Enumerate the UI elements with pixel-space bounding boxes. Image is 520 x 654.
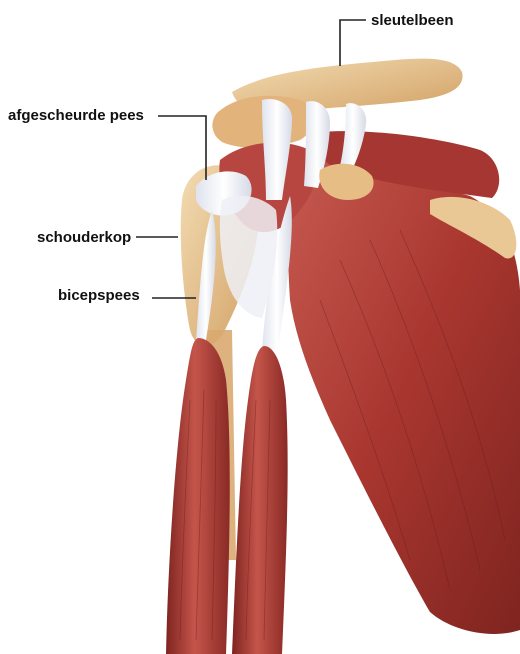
- leader-sleutelbeen: [340, 20, 366, 66]
- label-sleutelbeen: sleutelbeen: [371, 12, 454, 30]
- label-schouderkop: schouderkop: [37, 229, 131, 247]
- biceps-short-head: [232, 346, 288, 654]
- biceps-long-head: [166, 338, 230, 654]
- leader-afgescheurde: [158, 116, 206, 180]
- label-bicepspees: bicepspees: [58, 287, 140, 305]
- label-afgescheurde-pees: afgescheurde pees: [8, 107, 144, 125]
